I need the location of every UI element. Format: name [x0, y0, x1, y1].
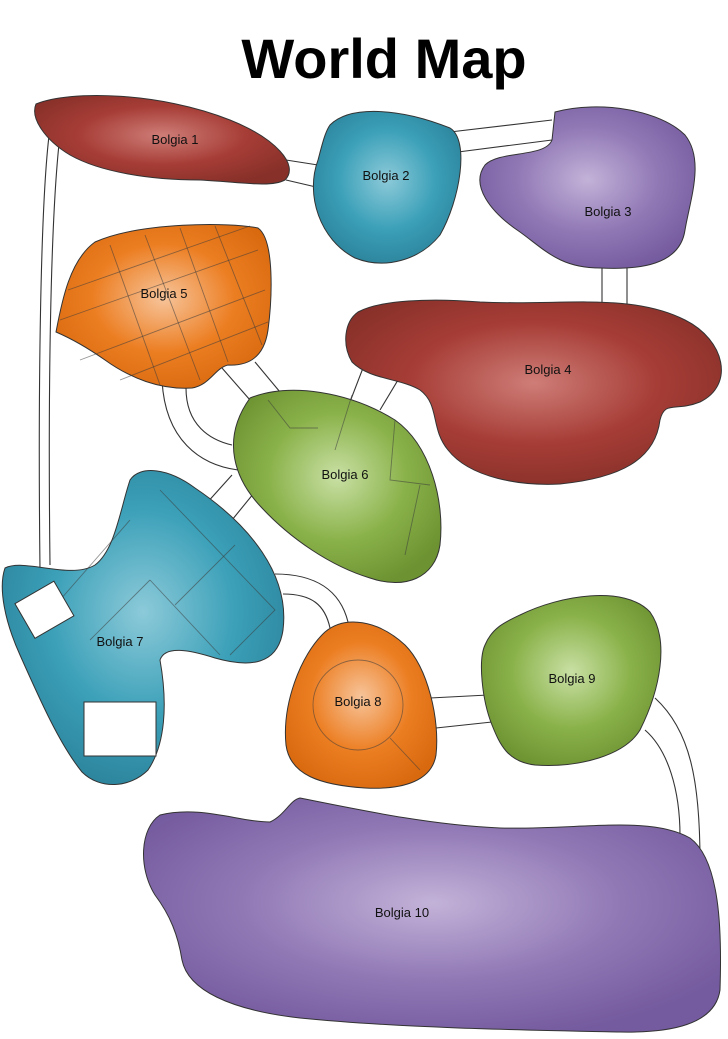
label-bolgia-8: Bolgia 8 — [335, 694, 382, 709]
connecting-paths — [38, 119, 701, 863]
label-bolgia-4: Bolgia 4 — [525, 362, 572, 377]
region-bolgia-6[interactable]: Bolgia 6 — [233, 389, 442, 584]
label-bolgia-3: Bolgia 3 — [585, 204, 632, 219]
region-bolgia-10[interactable]: Bolgia 10 — [143, 797, 722, 1033]
label-bolgia-10: Bolgia 10 — [375, 905, 429, 920]
region-bolgia-4[interactable]: Bolgia 4 — [345, 299, 722, 485]
region-bolgia-9[interactable]: Bolgia 9 — [481, 595, 662, 766]
label-bolgia-7: Bolgia 7 — [97, 634, 144, 649]
region-bolgia-5[interactable]: Bolgia 5 — [55, 224, 272, 389]
label-bolgia-6: Bolgia 6 — [322, 467, 369, 482]
map-title: World Map — [241, 27, 526, 90]
region-bolgia-8[interactable]: Bolgia 8 — [284, 621, 438, 789]
label-bolgia-5: Bolgia 5 — [141, 286, 188, 301]
region-bolgia-7[interactable]: Bolgia 7 — [1, 470, 285, 785]
white-box-icon — [83, 701, 157, 757]
label-bolgia-2: Bolgia 2 — [363, 168, 410, 183]
region-bolgia-3[interactable]: Bolgia 3 — [479, 106, 696, 269]
region-bolgia-1[interactable]: Bolgia 1 — [34, 95, 290, 185]
label-bolgia-1: Bolgia 1 — [152, 132, 199, 147]
region-bolgia-2[interactable]: Bolgia 2 — [312, 111, 462, 264]
label-bolgia-9: Bolgia 9 — [549, 671, 596, 686]
white-box-icon — [14, 580, 75, 640]
